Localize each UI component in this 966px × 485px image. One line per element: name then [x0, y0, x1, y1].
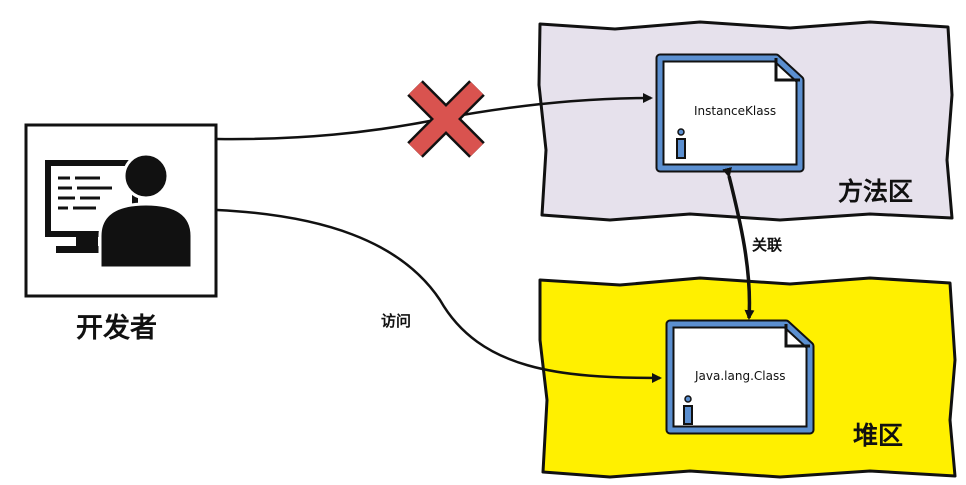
instance-klass-object [655, 53, 805, 173]
developer-icon [45, 152, 194, 270]
developer-label: 开发者 [76, 313, 157, 344]
access-edge-label: 访问 [381, 312, 412, 330]
developer-box [24, 123, 218, 298]
instance-klass-label: InstanceKlass [694, 104, 777, 118]
java-lang-class-object [665, 319, 815, 435]
access-arrow [216, 208, 662, 383]
association-arrow [722, 167, 755, 320]
java-lang-class-label: Java.lang.Class [695, 369, 786, 383]
blocked-x-icon [407, 80, 485, 158]
association-edge-label: 关联 [752, 236, 783, 254]
heap-label: 堆区 [853, 421, 904, 450]
method-area-label: 方法区 [838, 177, 914, 206]
